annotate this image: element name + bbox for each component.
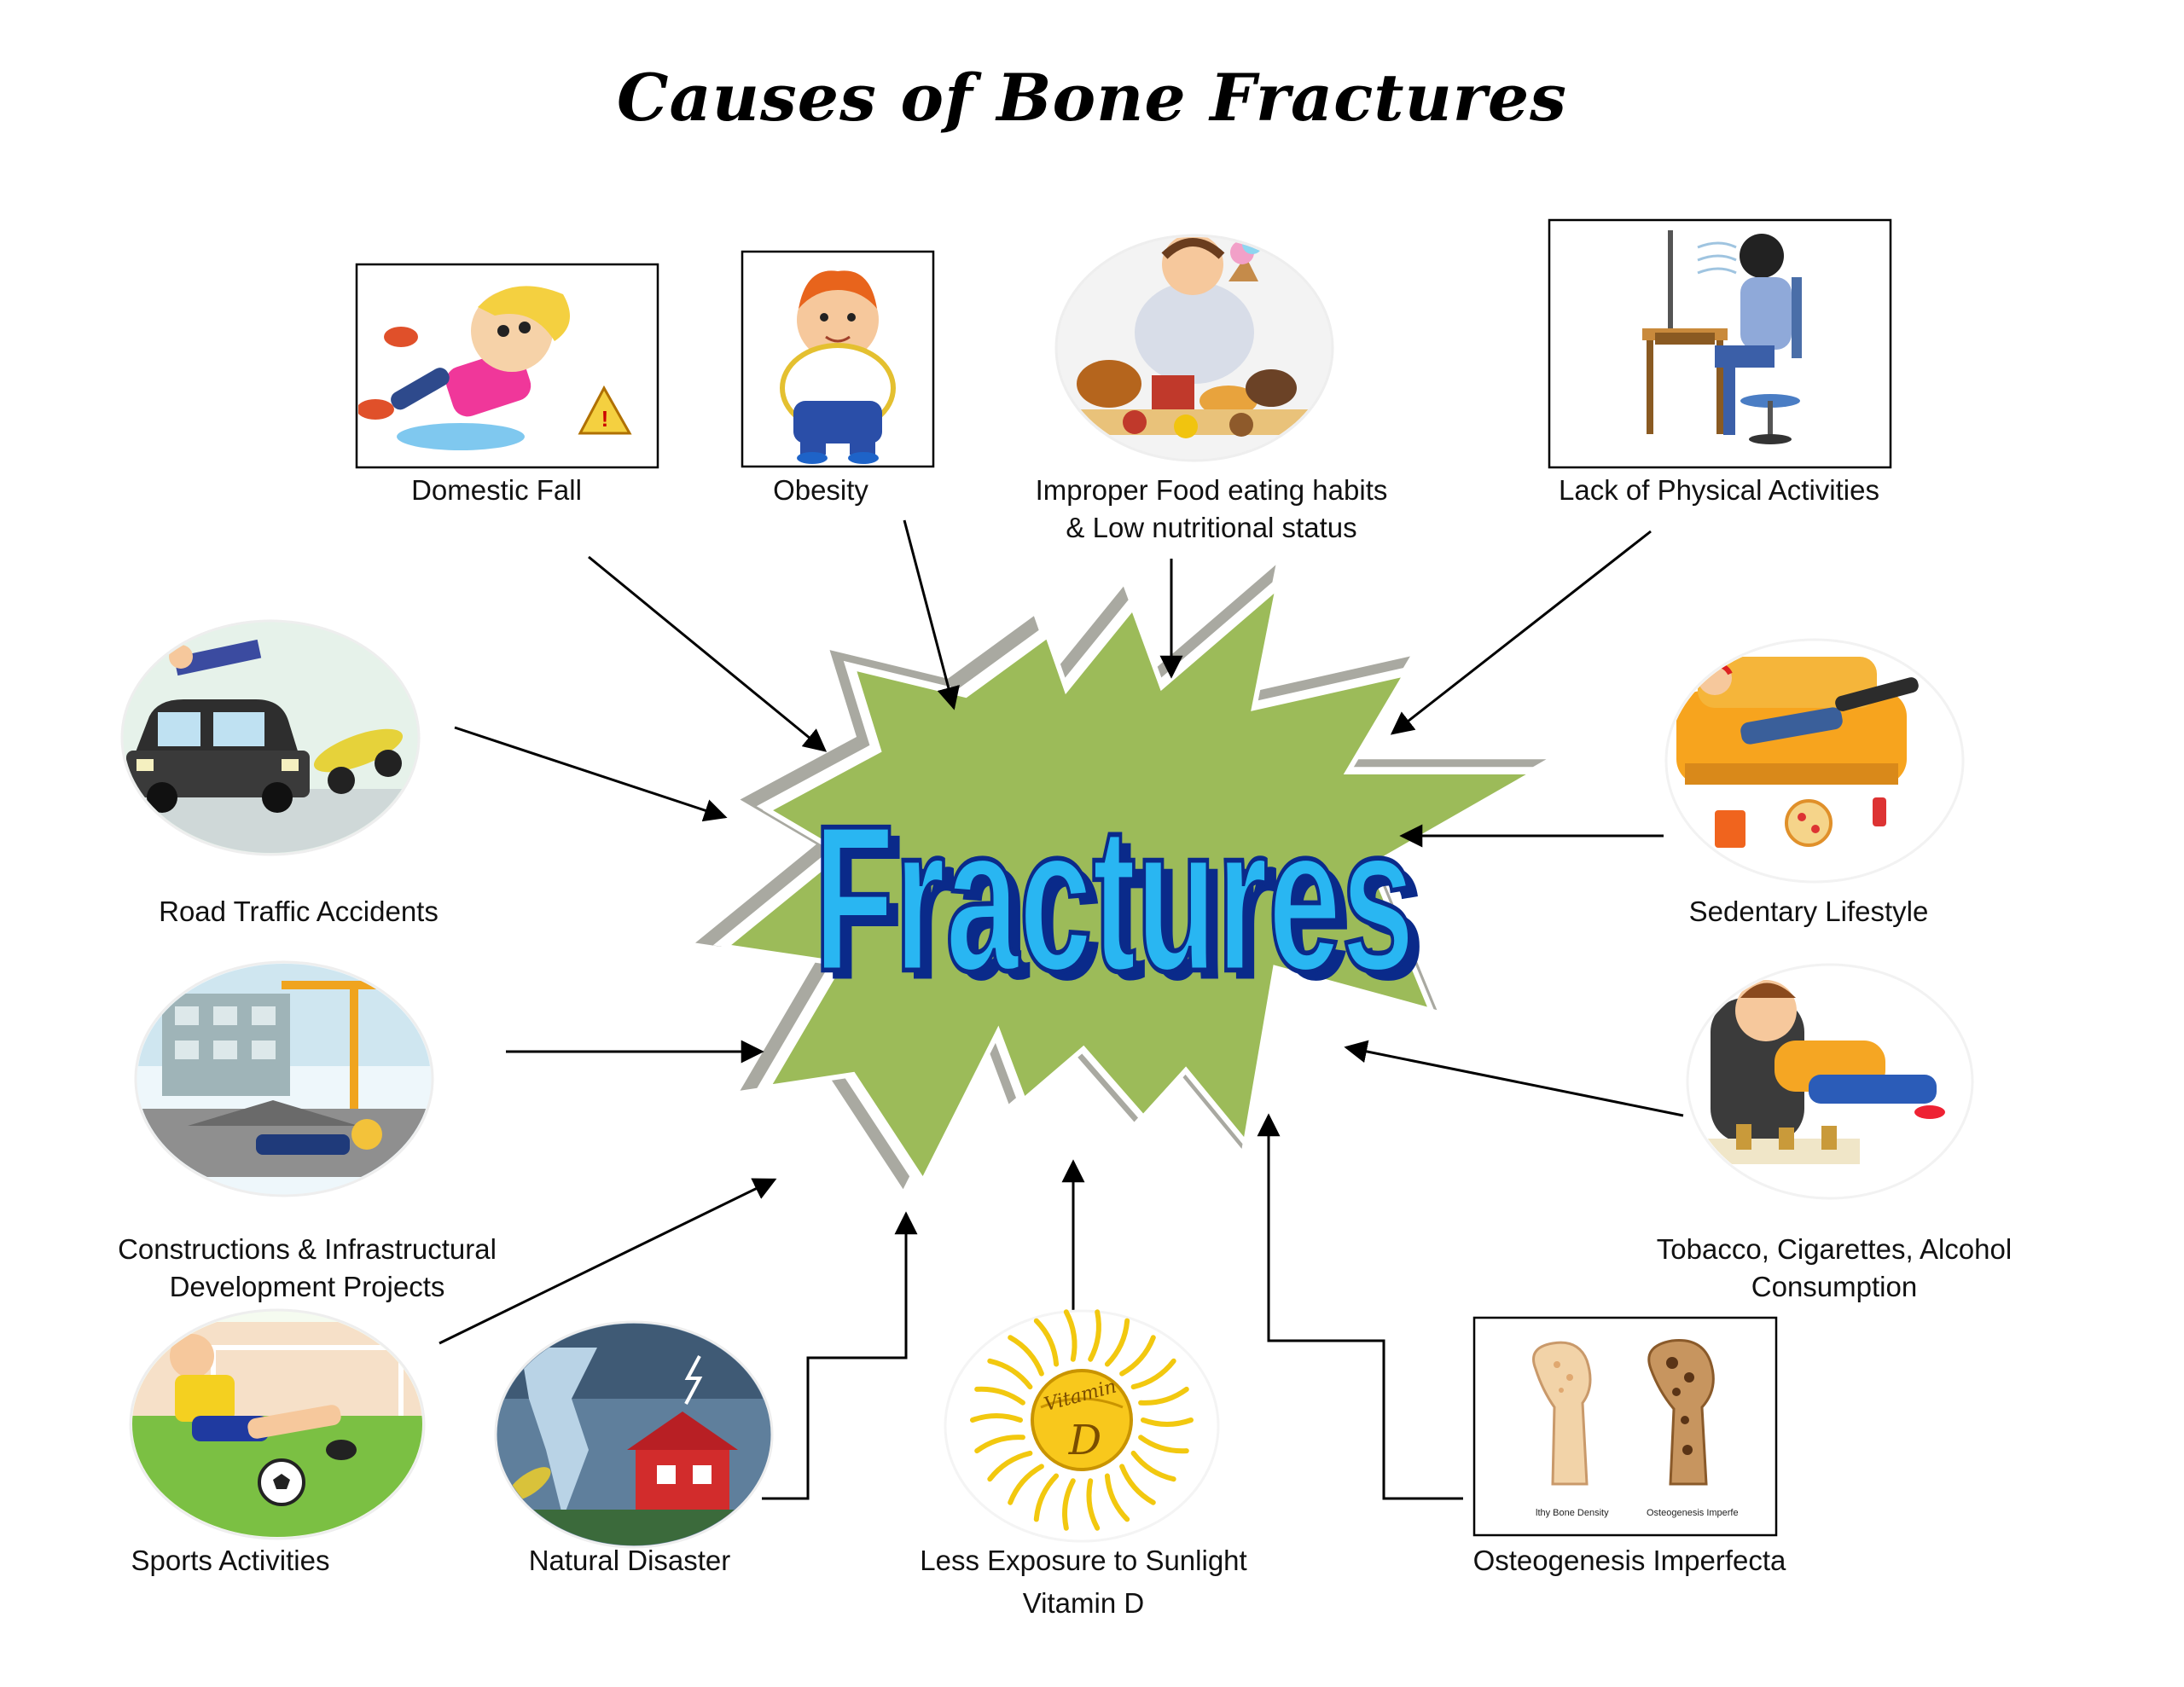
page-title: Causes of Bone Fractures [617, 60, 1567, 136]
arrow-road-traffic [454, 726, 728, 822]
sun-ray [970, 1413, 1023, 1423]
sun-ray [987, 1450, 1033, 1482]
injured-footballer-icon [129, 1308, 426, 1540]
arrow-tobacco [1344, 1040, 1684, 1117]
arrow-osteogenesis [1257, 1113, 1463, 1500]
sun-ray [1062, 1478, 1076, 1531]
label-sunlight: Less Exposure to Sunlight [920, 1545, 1247, 1576]
label-tobacco-line2: Consumption [1751, 1271, 1918, 1302]
label-lack-physical: Lack of Physical Activities [1559, 474, 1879, 506]
connector-arrows [439, 519, 1684, 1500]
obese-boy-icon [741, 250, 935, 468]
sun-ray [974, 1386, 1025, 1406]
armchair-drinking-icon [1686, 963, 1974, 1200]
sun-ray [1033, 1318, 1060, 1367]
sun-ray [1130, 1450, 1176, 1482]
arrow-sports [439, 1178, 777, 1345]
arrow-domestic-fall [588, 555, 828, 752]
label-construction: Constructions & Infrastructural [118, 1233, 497, 1265]
collapsed-building-icon [134, 960, 434, 1197]
svg-text:Osteogenesis Imperfe: Osteogenesis Imperfe [1647, 1508, 1739, 1518]
sun-ray [1119, 1464, 1156, 1505]
label-improper-food: Improper Food eating habits [1035, 474, 1388, 506]
sun-ray [987, 1358, 1033, 1390]
sun-ray [1008, 1464, 1044, 1505]
sun-ray [1086, 1478, 1101, 1531]
label-domestic-fall: Domestic Fall [411, 474, 582, 506]
desk-worker-icon [1548, 218, 1892, 469]
label-sunlight-line2: Vitamin D [1022, 1587, 1145, 1619]
label-osteogenesis: Osteogenesis Imperfecta [1472, 1545, 1786, 1576]
svg-text:!: ! [601, 406, 609, 432]
couch-lounging-icon [1664, 638, 1965, 884]
label-obesity: Obesity [773, 474, 868, 506]
label-tobacco: Tobacco, Cigarettes, Alcohol [1656, 1233, 2013, 1265]
svg-text:lthy Bone Density: lthy Bone Density [1536, 1508, 1609, 1518]
bone-density-icon: lthy Bone Density Osteogenesis Imperfe [1472, 1316, 1778, 1537]
arrow-obesity [903, 519, 960, 710]
sun-ray [1141, 1417, 1194, 1427]
svg-text:D: D [1068, 1417, 1101, 1464]
sun-ray [1138, 1435, 1189, 1454]
sun-ray [1033, 1473, 1060, 1522]
label-natural-disaster: Natural Disaster [528, 1545, 731, 1576]
tornado-house-icon [494, 1320, 774, 1549]
label-construction-line2: Development Projects [169, 1271, 445, 1302]
arrow-natural-disaster [762, 1211, 918, 1500]
label-sports: Sports Activities [131, 1545, 330, 1576]
car-accident-icon [120, 619, 421, 856]
vitamin-d-sun-icon: Vitamin D [944, 1309, 1220, 1543]
sun-ray [1130, 1358, 1176, 1390]
overeating-man-icon [1054, 234, 1334, 462]
label-sedentary: Sedentary Lifestyle [1688, 896, 1929, 927]
arrow-lack-physical [1390, 530, 1652, 735]
label-road-traffic: Road Traffic Accidents [159, 896, 439, 927]
fractures-label: Fractures Fractures [811, 780, 1425, 1023]
sun-ray [1063, 1309, 1077, 1362]
sun-ray [1088, 1309, 1101, 1362]
sun-ray [974, 1435, 1025, 1454]
sun-ray [1104, 1318, 1130, 1367]
sun-ray [1119, 1335, 1156, 1377]
fractures-burst [695, 565, 1547, 1190]
svg-text:Fractures: Fractures [814, 783, 1414, 1015]
falling-child-icon: ! [355, 263, 659, 469]
sun-ray [1104, 1473, 1130, 1522]
sun-ray [1138, 1386, 1189, 1406]
label-improper-food-line2: & Low nutritional status [1066, 512, 1357, 543]
sun-ray [1008, 1335, 1044, 1377]
svg-text:Fractures: Fractures [824, 791, 1425, 1023]
